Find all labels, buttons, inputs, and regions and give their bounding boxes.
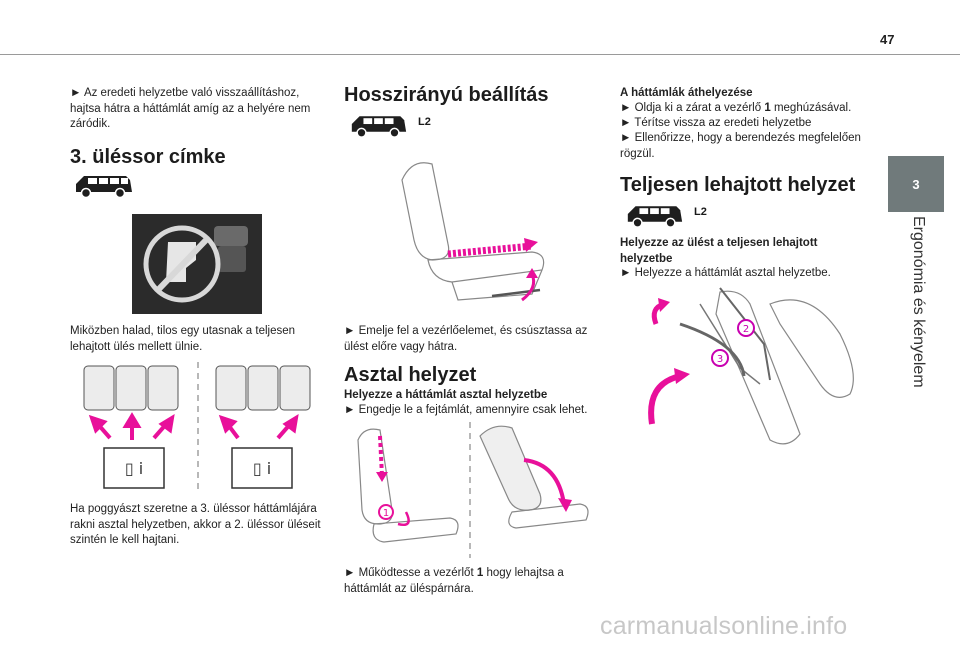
chapter-title-text: Ergonómia és kényelem: [910, 216, 927, 388]
unlock-instruction: ► Oldja ki a zárat a vezérlő 1 meghúzásá…: [620, 102, 852, 114]
return-instruction: ► Térítse vissza az eredeti helyzetbe: [620, 117, 812, 129]
safety-note: Miközben halad, tilos egy utasnak a telj…: [70, 325, 296, 353]
table-subheading: Helyezze a háttámlát asztal helyzetbe: [344, 389, 548, 401]
backrest-move-subheading: A háttámlák áthelyezése: [620, 87, 753, 99]
section-heading-row3-label: 3. üléssor címke: [70, 146, 226, 168]
variant-label: L2: [694, 206, 707, 218]
section-heading-fully-folded: Teljesen lehajtott helyzet: [620, 174, 856, 196]
van-icon: [627, 206, 683, 228]
section-heading-longitudinal: Hosszirányú beállítás: [344, 84, 549, 106]
variant-label: L2: [418, 116, 431, 128]
slide-instruction: ► Emelje fel a vezérlőelemet, és csúszta…: [344, 325, 588, 353]
svg-text:▯ i: ▯ i: [125, 459, 143, 478]
restore-instruction: ► Az eredeti helyzetbe való visszaállítá…: [70, 87, 311, 130]
seat-slide-diagram: [401, 162, 545, 302]
fold-mechanism-diagram: 2 3: [648, 287, 854, 445]
fully-folded-subheading: Helyezze az ülést a teljesen lehajtott h…: [620, 237, 818, 265]
callout-1: 1: [383, 508, 389, 519]
callout-2: 2: [743, 324, 749, 335]
section-heading-table-position: Asztal helyzet: [344, 364, 477, 386]
svg-text:▯ i: ▯ i: [253, 459, 271, 478]
check-instruction: ► Ellenőrizze, hogy a berendezés megfele…: [620, 132, 861, 160]
chapter-title: Ergonómia és kényelem: [887, 212, 947, 412]
van-icon: [76, 176, 132, 199]
table-position-instruction: ► Helyezze a háttámlát asztal helyzetbe.: [620, 267, 831, 279]
fold-instruction: ► Működtesse a vezérlőt 1 hogy lehajtsa …: [344, 567, 564, 595]
luggage-note: Ha poggyászt szeretne a 3. üléssor háttá…: [70, 503, 321, 546]
callout-3: 3: [717, 354, 723, 365]
seat-fold-diagram: 1: [357, 422, 589, 558]
page-number: 47: [880, 32, 895, 47]
headrest-instruction: ► Engedje le a fejtámlát, amennyire csak…: [344, 404, 588, 416]
seat-row-diagram: ▯ i ▯ i: [83, 362, 311, 490]
header-divider: [0, 54, 960, 55]
watermark: carmanualsonline.info: [600, 612, 848, 640]
chapter-tab[interactable]: 3: [888, 156, 944, 212]
van-icon: [351, 116, 407, 138]
no-sitting-warning-label: [132, 214, 262, 314]
